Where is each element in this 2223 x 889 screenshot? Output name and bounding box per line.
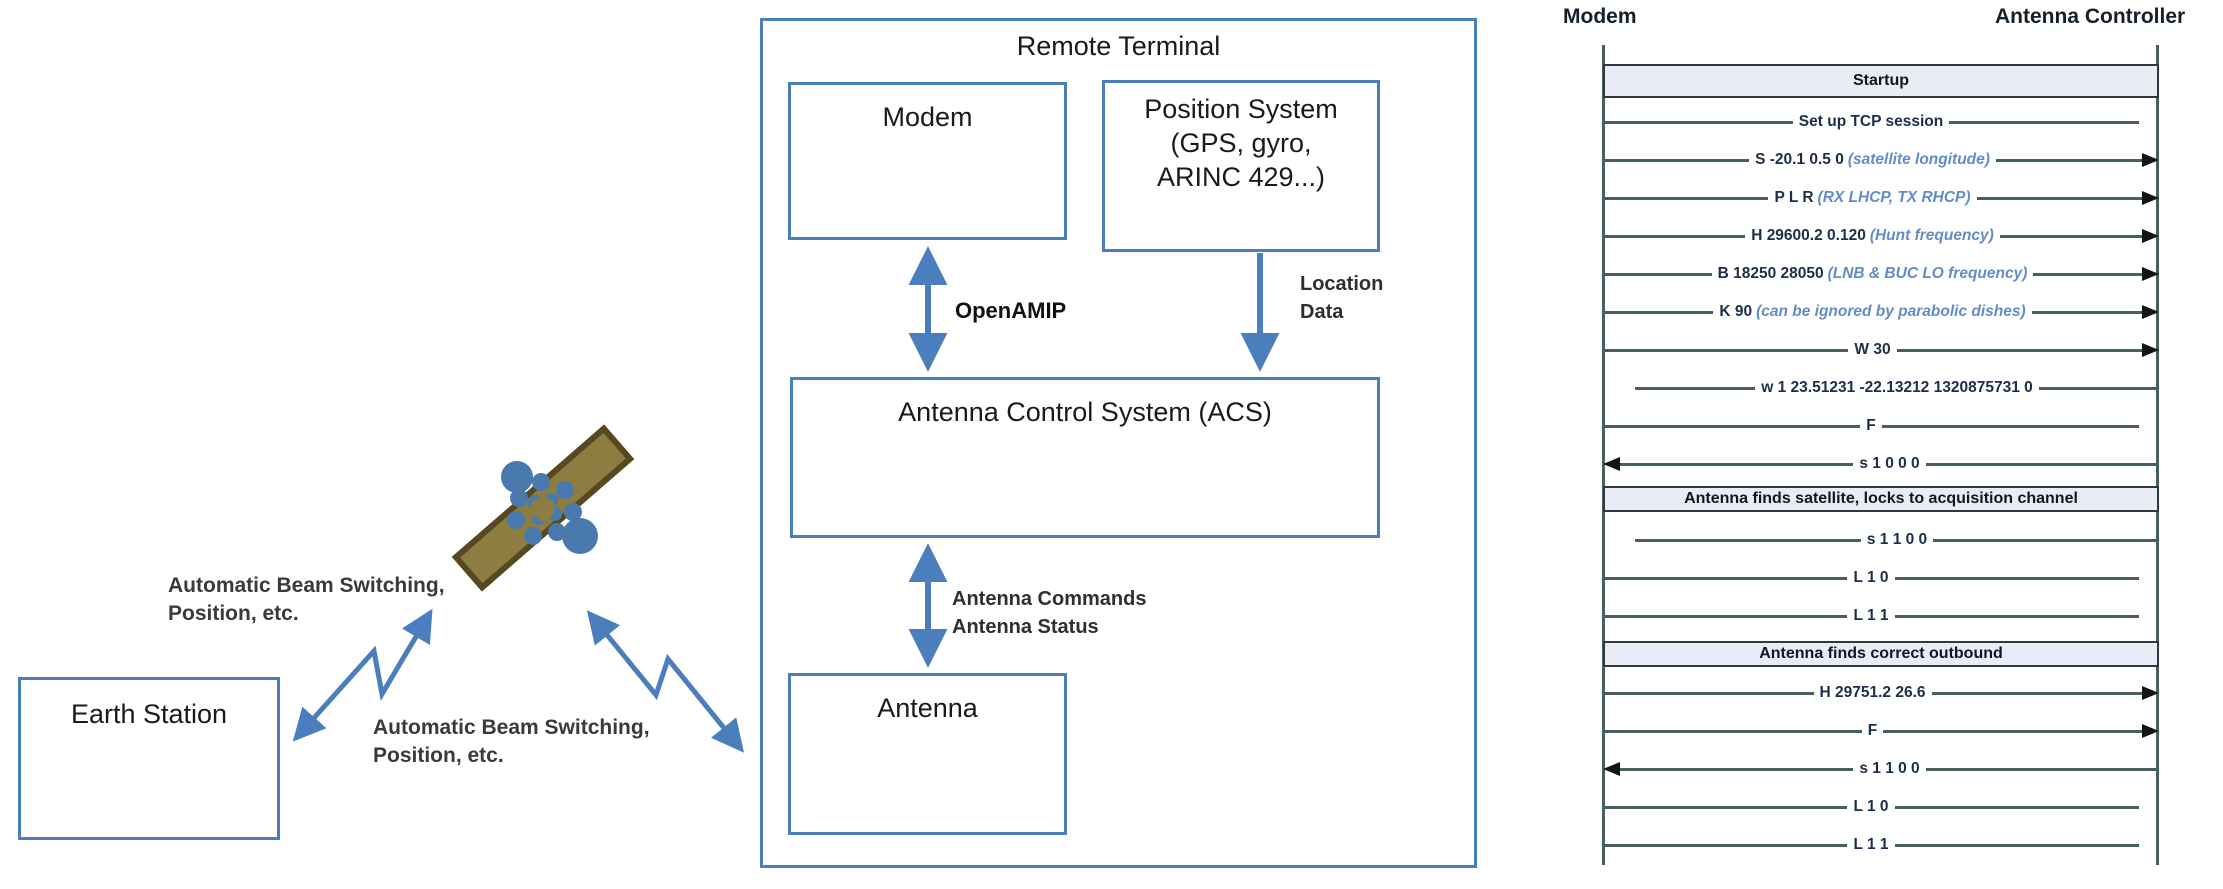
seq-message-row: K 90(can be ignored by parabolic dishes)	[1603, 300, 2159, 324]
seq-message-row: S -20.1 0.5 0(satellite longitude)	[1603, 148, 2160, 172]
location-data-label: Location Data	[1300, 270, 1383, 326]
position-system-label-line3: ARINC 429...)	[1156, 161, 1326, 192]
seq-message-text: s 1 0 0 0	[1859, 455, 1920, 472]
seq-message-text: H 29600.2 0.120	[1751, 227, 1866, 244]
arrowhead-right-icon	[2142, 191, 2160, 205]
seq-message-row: L 1 1	[1603, 604, 2159, 628]
arrowhead-right-icon	[2142, 343, 2159, 357]
position-system-label-line1: Position System	[1144, 94, 1338, 124]
seq-message-text: s 1 1 0 0	[1866, 531, 1928, 548]
modem-box: Modem	[788, 82, 1067, 240]
seq-message-text: L 1 1	[1853, 836, 1889, 853]
seq-message-text: L 1 0	[1853, 569, 1889, 586]
arrowhead-right-icon	[2142, 686, 2160, 700]
arrowhead-left-icon	[1603, 762, 1620, 776]
modem-lifeline	[1602, 45, 1605, 865]
seq-message-row: H 29600.2 0.120(Hunt frequency)	[1603, 224, 2159, 248]
position-system-box: Position System (GPS, gyro, ARINC 429...…	[1102, 80, 1380, 252]
beam-switching-label-lower-line1: Automatic Beam Switching,	[373, 716, 650, 739]
seq-phase-band-outbound: Antenna finds correct outbound	[1603, 641, 2159, 667]
earth-station-box: Earth Station	[18, 677, 280, 840]
seq-message-row: s 1 1 0 0	[1603, 757, 2160, 781]
beam-switching-label-upper: Automatic Beam Switching, Position, etc.	[168, 572, 445, 629]
seq-message-row: s 1 0 0 0	[1603, 452, 2160, 476]
arrowhead-right-icon	[2142, 305, 2159, 319]
seq-message-row: L 1 0	[1603, 795, 2159, 819]
location-data-label-line2: Data	[1300, 301, 1344, 323]
seq-message-note: (satellite longitude)	[1847, 151, 1990, 168]
modem-box-label: Modem	[882, 102, 973, 132]
seq-message-row: w 1 23.51231 -22.13212 1320875731 0	[1603, 376, 2159, 400]
seq-message-text: F	[1867, 722, 1878, 739]
seq-message-row: H 29751.2 26.6	[1603, 681, 2160, 705]
acs-box-label: Antenna Control System (ACS)	[898, 397, 1272, 427]
arrowhead-right-icon	[2142, 267, 2159, 281]
seq-message-note: (LNB & BUC LO frequency)	[1827, 265, 2028, 282]
antenna-commands-label: Antenna Commands	[952, 588, 1147, 610]
seq-message-text: B 18250 28050	[1717, 265, 1824, 282]
seq-message-row: L 1 1	[1603, 833, 2159, 857]
seq-message-text: H 29751.2 26.6	[1819, 684, 1926, 701]
seq-message-note: (Hunt frequency)	[1869, 227, 1994, 244]
seq-actor-antenna-controller: Antenna Controller	[1995, 5, 2186, 28]
seq-message-row: W 30	[1603, 338, 2159, 362]
seq-phase-band-startup: Startup	[1603, 64, 2159, 98]
antenna-controller-lifeline	[2156, 45, 2159, 865]
arrowhead-right-icon	[2142, 153, 2160, 167]
beam-switching-label-lower-line2: Position, etc.	[373, 744, 504, 768]
seq-message-row: F	[1603, 719, 2159, 743]
seq-message-text: K 90	[1719, 303, 1753, 320]
remote-terminal-title: Remote Terminal	[1016, 31, 1221, 61]
seq-message-text: L 1 0	[1853, 798, 1889, 815]
antenna-status-label: Antenna Status	[952, 616, 1099, 638]
seq-message-row: F	[1603, 414, 2159, 438]
satellite-icon	[451, 424, 635, 592]
arrowhead-left-icon	[1603, 457, 1620, 471]
antenna-commands-status-label: Antenna Commands Antenna Status	[952, 585, 1146, 641]
seq-message-note: (can be ignored by parabolic dishes)	[1756, 303, 2026, 320]
seq-message-text: L 1 1	[1853, 607, 1889, 624]
seq-actor-modem: Modem	[1563, 5, 1637, 28]
seq-message-text: F	[1866, 417, 1876, 434]
acs-box: Antenna Control System (ACS)	[790, 377, 1380, 538]
seq-message-text: W 30	[1854, 341, 1891, 358]
beam-switching-label-upper-line2: Position, etc.	[168, 602, 299, 626]
arrowhead-right-icon	[2142, 229, 2159, 243]
seq-message-text: S -20.1 0.5 0	[1755, 151, 1844, 168]
seq-message-note: (RX LHCP, TX RHCP)	[1817, 189, 1971, 206]
seq-message-row: Set up TCP session	[1603, 110, 2159, 134]
seq-message-row: B 18250 28050(LNB & BUC LO frequency)	[1603, 262, 2159, 286]
seq-message-text: P L R	[1774, 189, 1814, 206]
earth-station-label: Earth Station	[70, 699, 228, 729]
seq-phase-band-acquisition: Antenna finds satellite, locks to acquis…	[1603, 486, 2159, 512]
seq-message-row: s 1 1 0 0	[1603, 528, 2160, 552]
seq-message-row: L 1 0	[1603, 566, 2159, 590]
seq-message-text: w 1 23.51231 -22.13212 1320875731 0	[1761, 379, 2033, 396]
seq-message-text: Set up TCP session	[1798, 113, 1944, 130]
seq-message-text: s 1 1 0 0	[1859, 760, 1920, 777]
location-data-label-line1: Location	[1300, 273, 1384, 295]
seq-message-row: P L R(RX LHCP, TX RHCP)	[1603, 186, 2160, 210]
position-system-label-line2: (GPS, gyro,	[1170, 127, 1312, 158]
antenna-box: Antenna	[788, 673, 1067, 835]
beam-switching-label-upper-line1: Automatic Beam Switching,	[168, 574, 445, 597]
arrowhead-right-icon	[2142, 724, 2159, 738]
antenna-box-label: Antenna	[877, 693, 978, 723]
openamip-label: OpenAMIP	[955, 298, 1067, 323]
beam-switching-label-lower: Automatic Beam Switching, Position, etc.	[373, 714, 650, 771]
